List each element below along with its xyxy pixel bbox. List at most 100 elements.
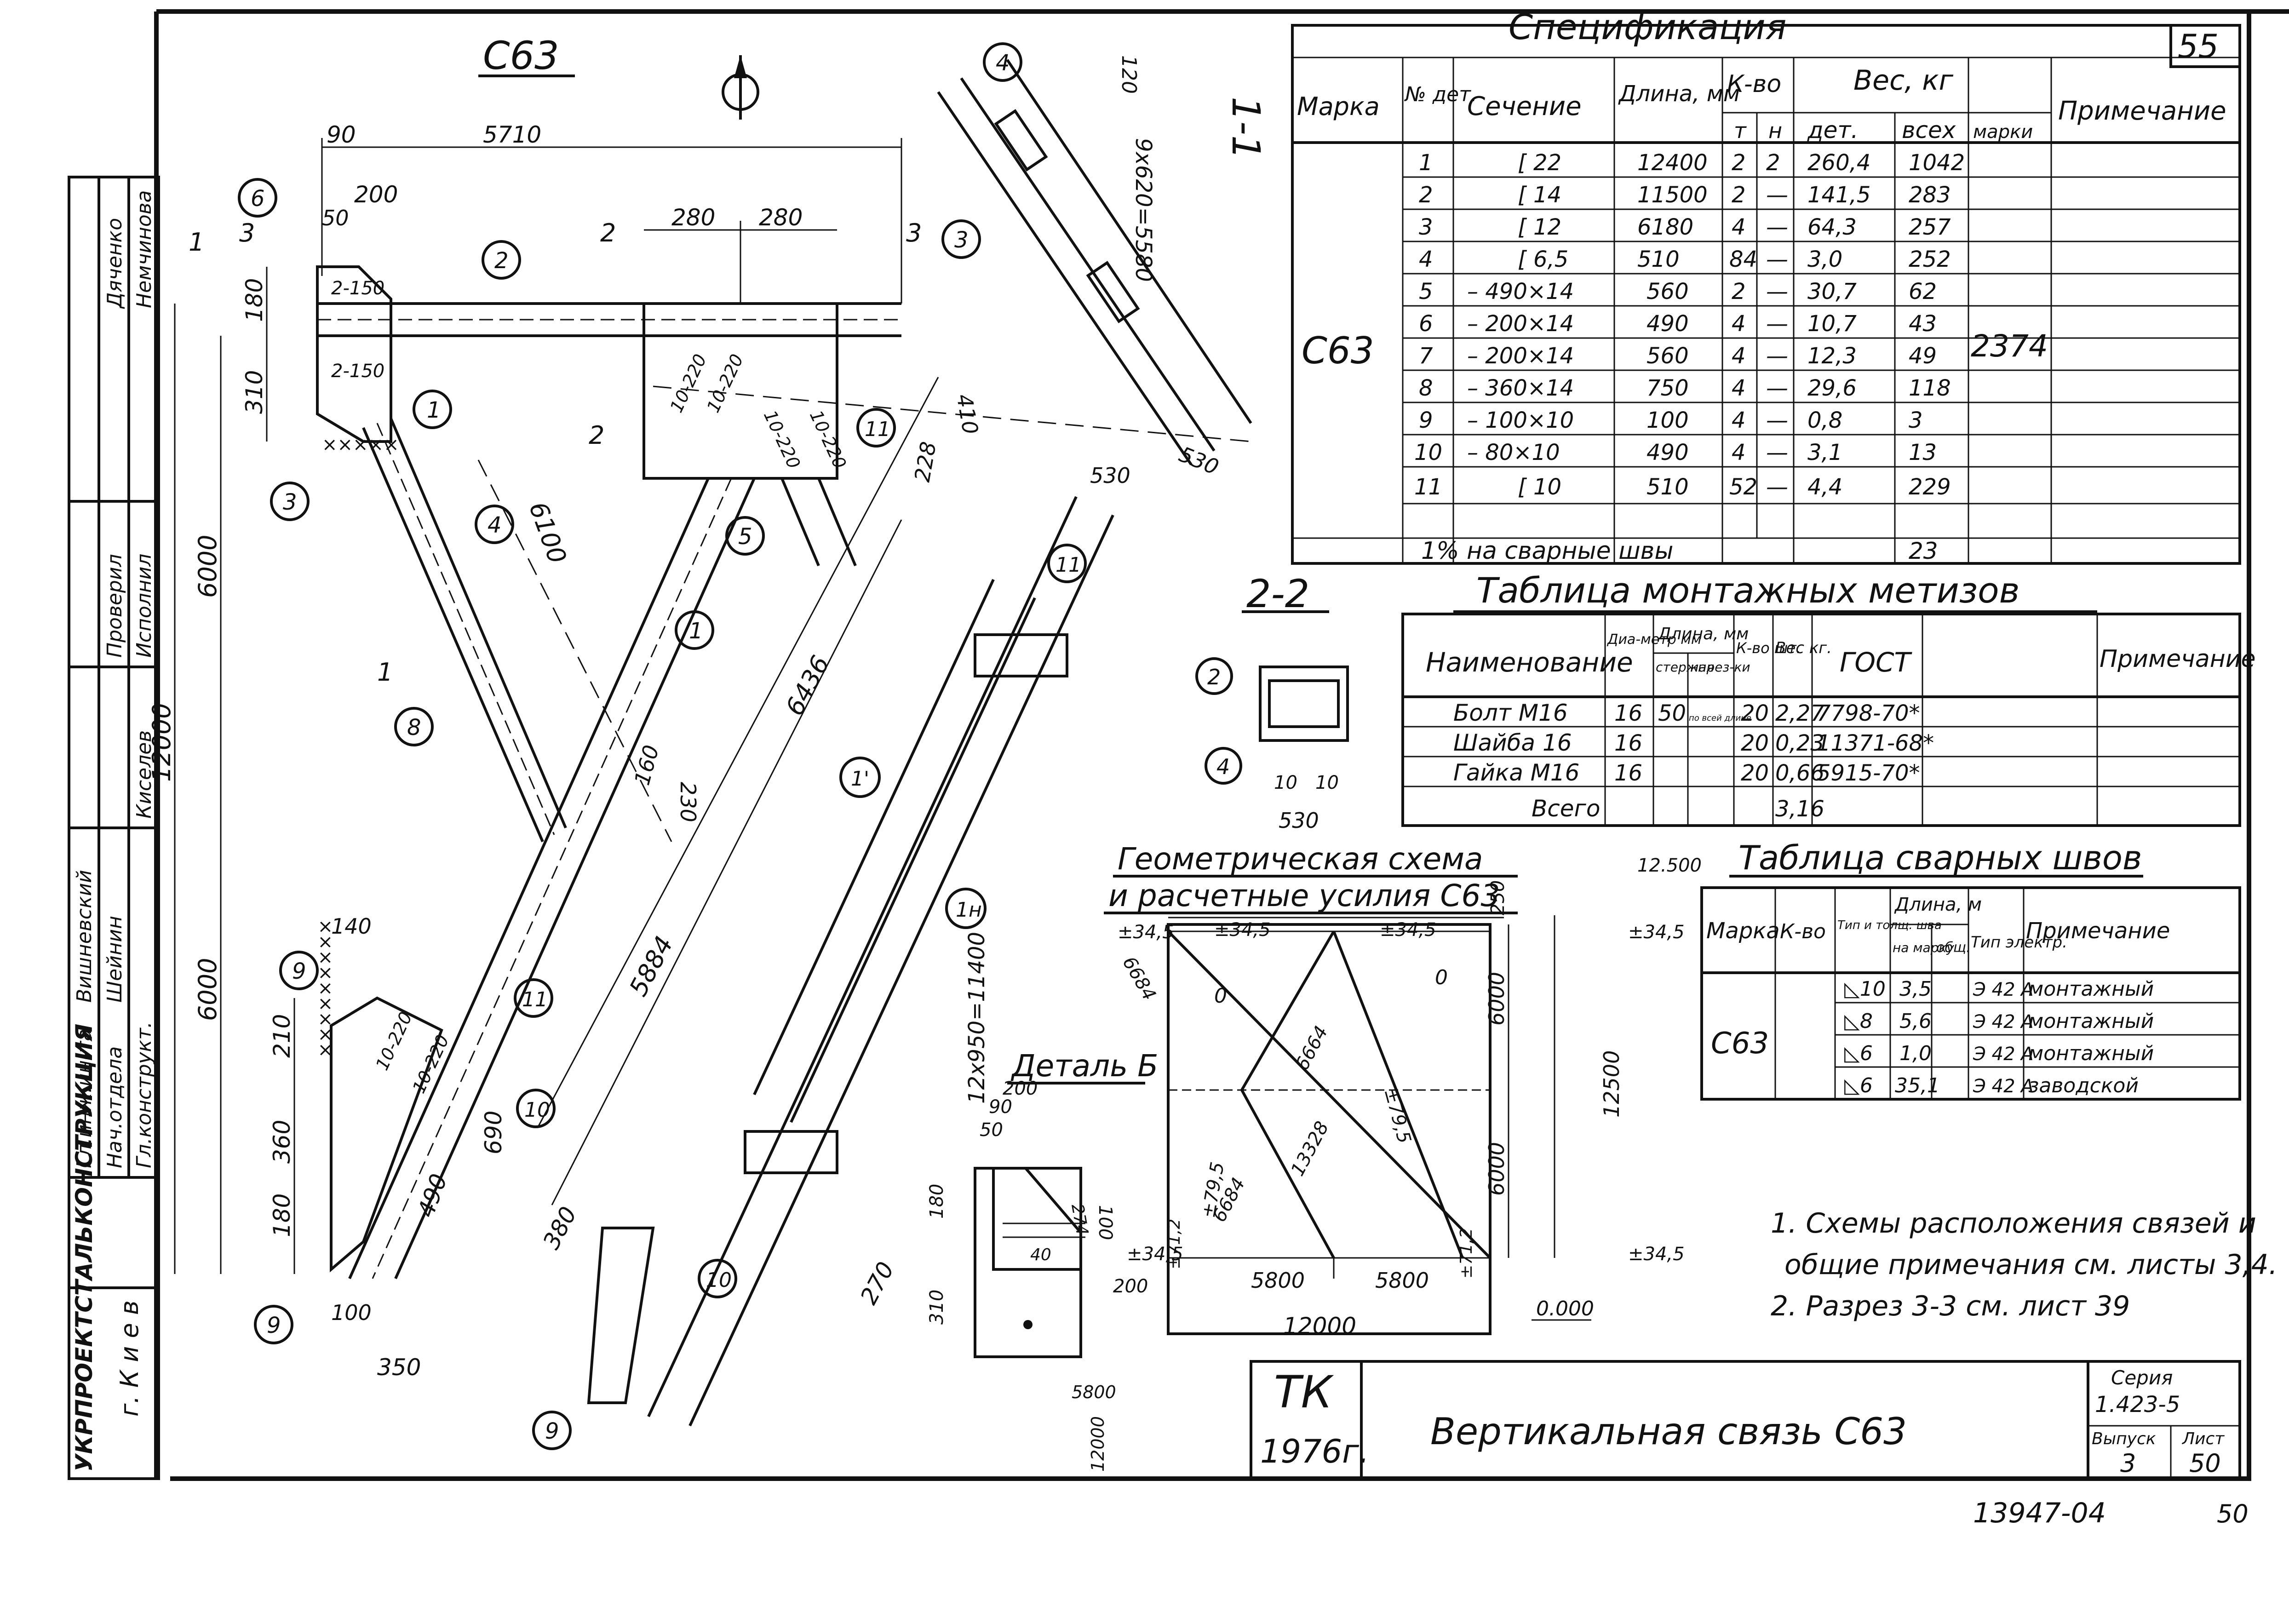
- title-block-city: г. К и е в: [115, 1300, 144, 1417]
- spec-cell: 252: [1909, 247, 1951, 272]
- bolts-header-len: Длина, мм: [1657, 625, 1749, 643]
- bolts-cell: 16: [1614, 760, 1642, 786]
- welds-header-length: Длина, м: [1894, 894, 1982, 915]
- bolts-table: Таблица монтажных метизов Наименование Д…: [1401, 570, 2256, 827]
- scheme-label: 0: [1214, 984, 1227, 1008]
- callout-9a: 9: [254, 1305, 293, 1344]
- stamp-tk: ТК: [1274, 1366, 1334, 1418]
- spec-cell: 257: [1909, 214, 1951, 240]
- bolts-cell: 5915-70*: [1817, 760, 1920, 786]
- callout-1n: 1н: [945, 888, 987, 929]
- spec-header-qty-n: н: [1768, 118, 1782, 143]
- callout-9b: 9: [532, 1411, 572, 1450]
- scheme-label: 12500: [1599, 1050, 1624, 1118]
- welds-table: Таблица сварных швов Марка К-во Тип и то…: [1700, 838, 2241, 1101]
- bolts-title: Таблица монтажных метизов: [1476, 570, 2019, 611]
- dim-228: 228: [910, 440, 941, 484]
- spec-cell: —: [1766, 474, 1788, 500]
- svg-text:10: 10: [524, 1098, 550, 1122]
- scheme-title-2: и расчетные усилия С63: [1108, 878, 1500, 913]
- svg-text:9: 9: [267, 1313, 281, 1338]
- scheme-label: 12.500: [1637, 855, 1702, 876]
- section-2-2-dim-530: 530: [1279, 808, 1319, 833]
- spec-row: 6: [1419, 311, 1433, 337]
- dim-350: 350: [377, 1354, 421, 1381]
- note-2: 2. Разрез 3-3 см. лист 39: [1771, 1290, 2130, 1322]
- callout-1b: 1: [675, 610, 714, 650]
- spec-header-qty-t: т: [1734, 118, 1747, 143]
- svg-text:4: 4: [1216, 754, 1230, 779]
- detail-b-dim: 200: [1113, 1276, 1148, 1297]
- spec-row: 2: [1419, 182, 1433, 208]
- svg-text:9: 9: [545, 1418, 559, 1444]
- dim-270: 270: [855, 1257, 899, 1308]
- spec-row: 1: [1419, 150, 1433, 176]
- spec-cell: 49: [1909, 343, 1937, 369]
- spec-cell: – 200×14: [1467, 343, 1574, 369]
- spec-cell: 750: [1646, 375, 1689, 401]
- spec-cell: – 360×14: [1467, 375, 1574, 401]
- spec-cell: 4: [1732, 440, 1746, 465]
- weld-2-150-b: 2-150: [331, 361, 384, 382]
- callout-3b: 3: [941, 219, 981, 259]
- welds-cell: монтажный: [2028, 977, 2154, 1001]
- spec-header-weight: Вес, кг: [1853, 64, 1953, 97]
- callout-10a: 10: [516, 1089, 556, 1128]
- bolts-row: Болт М16: [1453, 700, 1568, 726]
- bolts-cell: 11371-68*: [1817, 730, 1934, 756]
- spec-header-mark: Марка: [1297, 92, 1380, 121]
- detail-b-dim: 180: [926, 1184, 947, 1219]
- title-block-org: УКРПРОЕКТСТАЛЬКОНСТРУКЦИЯ: [71, 1024, 98, 1472]
- sheet-label: Лист: [2181, 1429, 2225, 1448]
- scheme-label: 0: [1435, 966, 1448, 989]
- welds-header-per-mark: на марку: [1893, 940, 1954, 955]
- spec-cell: 229: [1909, 474, 1951, 500]
- bolts-header-dia: Диа-метр мм: [1606, 631, 1702, 648]
- svg-text:9: 9: [292, 958, 306, 984]
- bolts-header-len-rod: стержня: [1656, 660, 1714, 675]
- title-block-name-4: Дяченко: [103, 218, 126, 309]
- spec-cell: [ 6,5: [1518, 247, 1568, 272]
- callout-4-section: 4: [1205, 747, 1242, 785]
- dim-9x620: 9х620=5580: [1130, 138, 1156, 282]
- spec-cell: 43: [1909, 311, 1937, 337]
- geometric-scheme: Геометрическая схема и расчетные усилия …: [1104, 841, 1702, 1339]
- welds-cell: 5,6: [1899, 1010, 1932, 1033]
- drawing-title: С63: [483, 33, 559, 78]
- spec-row: 11: [1414, 474, 1442, 500]
- spec-cell: —: [1766, 375, 1788, 401]
- spec-cell: 84: [1729, 247, 1757, 272]
- bolts-cell: 16: [1614, 730, 1642, 756]
- spec-cell: 3,0: [1807, 247, 1842, 272]
- bolts-row: Гайка М16: [1453, 759, 1580, 786]
- spec-cell: [ 22: [1518, 150, 1561, 176]
- spec-cell: 490: [1646, 311, 1689, 337]
- detail-b-dim: 12000: [1088, 1416, 1108, 1472]
- detail-b-dim: 200: [1003, 1078, 1038, 1099]
- welds-cell: 1,0: [1899, 1042, 1932, 1065]
- scheme-label: 12000: [1283, 1313, 1356, 1339]
- svg-text:3: 3: [954, 227, 969, 253]
- dim-360: 360: [269, 1120, 295, 1164]
- spec-header-w-mark: марки: [1973, 121, 2033, 143]
- dim-410: 410: [952, 392, 983, 436]
- spec-cell: 10,7: [1807, 311, 1857, 337]
- spec-cell: – 100×10: [1467, 407, 1574, 433]
- dim-530b: 530: [1176, 442, 1222, 480]
- spec-cell: – 490×14: [1467, 279, 1574, 304]
- svg-text:×××××××××: ×××××××××: [315, 919, 336, 1058]
- spec-header-w-all: всех: [1902, 117, 1956, 143]
- detail-b-dim: 5800: [1072, 1382, 1116, 1402]
- spec-cell: 4: [1732, 214, 1746, 240]
- section-2-2-dim-10a: 10: [1274, 772, 1297, 793]
- bolts-cell: 20: [1741, 730, 1769, 756]
- svg-text:10: 10: [706, 1268, 732, 1292]
- weld-10-220-e: 10-220: [372, 1009, 416, 1073]
- section-1-bottom: 1: [377, 658, 393, 687]
- welds-header-type: Тип и толщ. шва: [1837, 918, 1942, 932]
- spec-cell: 29,6: [1807, 375, 1857, 401]
- spec-cell: 100: [1646, 407, 1689, 433]
- dim-490: 490: [413, 1171, 453, 1221]
- bolts-header-qty: К-во шт.: [1736, 639, 1801, 657]
- dim-280b: 280: [759, 204, 803, 231]
